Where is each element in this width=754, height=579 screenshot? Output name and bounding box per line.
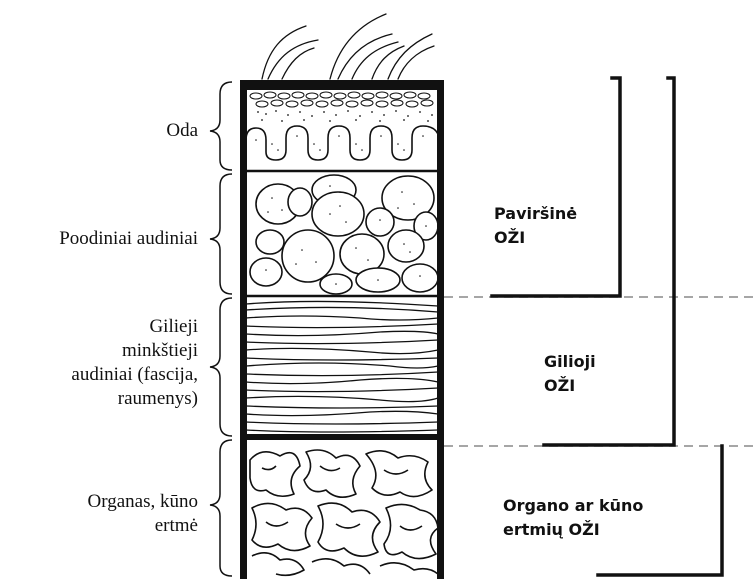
bracket-icon [210, 82, 232, 576]
layer-label-deep-soft-tissue: Gilieji minkštieji audiniai (fascija, ra… [20, 315, 198, 411]
zone-label-superficial: Paviršinė OŽI [494, 202, 577, 250]
superficial-zone-line [492, 78, 620, 296]
zone-label-deep: Gilioji OŽI [544, 350, 596, 398]
layer-label-organ-line-1: Organas, kūno [20, 490, 198, 514]
fascia-band [244, 434, 441, 440]
layer-label-subcutaneous: Poodiniai audiniai [2, 227, 198, 251]
zone-label-superficial-line-1: Paviršinė [494, 202, 577, 226]
zone-label-organ-line-2: ertmių OŽI [503, 518, 643, 542]
layer-label-organ: Organas, kūno ertmė [20, 490, 198, 538]
zone-label-organ-line-1: Organo ar kūno [503, 494, 643, 518]
layer-label-deep-line-4: raumenys) [20, 387, 198, 411]
layer-label-skin-line-1: Oda [40, 119, 198, 143]
layer-label-deep-line-1: Gilieji [20, 315, 198, 339]
subcutaneous-layer [250, 175, 438, 294]
hair-icon [262, 14, 434, 79]
layer-label-organ-line-2: ertmė [20, 514, 198, 538]
zone-label-organ-space: Organo ar kūno ertmių OŽI [503, 494, 643, 542]
layer-label-subcutaneous-line-1: Poodiniai audiniai [2, 227, 198, 251]
zone-label-superficial-line-2: OŽI [494, 226, 577, 250]
layer-label-skin: Oda [40, 119, 198, 143]
layer-label-deep-line-3: audiniai (fascija, [20, 363, 198, 387]
layer-label-deep-line-2: minkštieji [20, 339, 198, 363]
zone-label-deep-line-1: Gilioji [544, 350, 596, 374]
zone-label-deep-line-2: OŽI [544, 374, 596, 398]
dashed-separators [444, 297, 754, 446]
